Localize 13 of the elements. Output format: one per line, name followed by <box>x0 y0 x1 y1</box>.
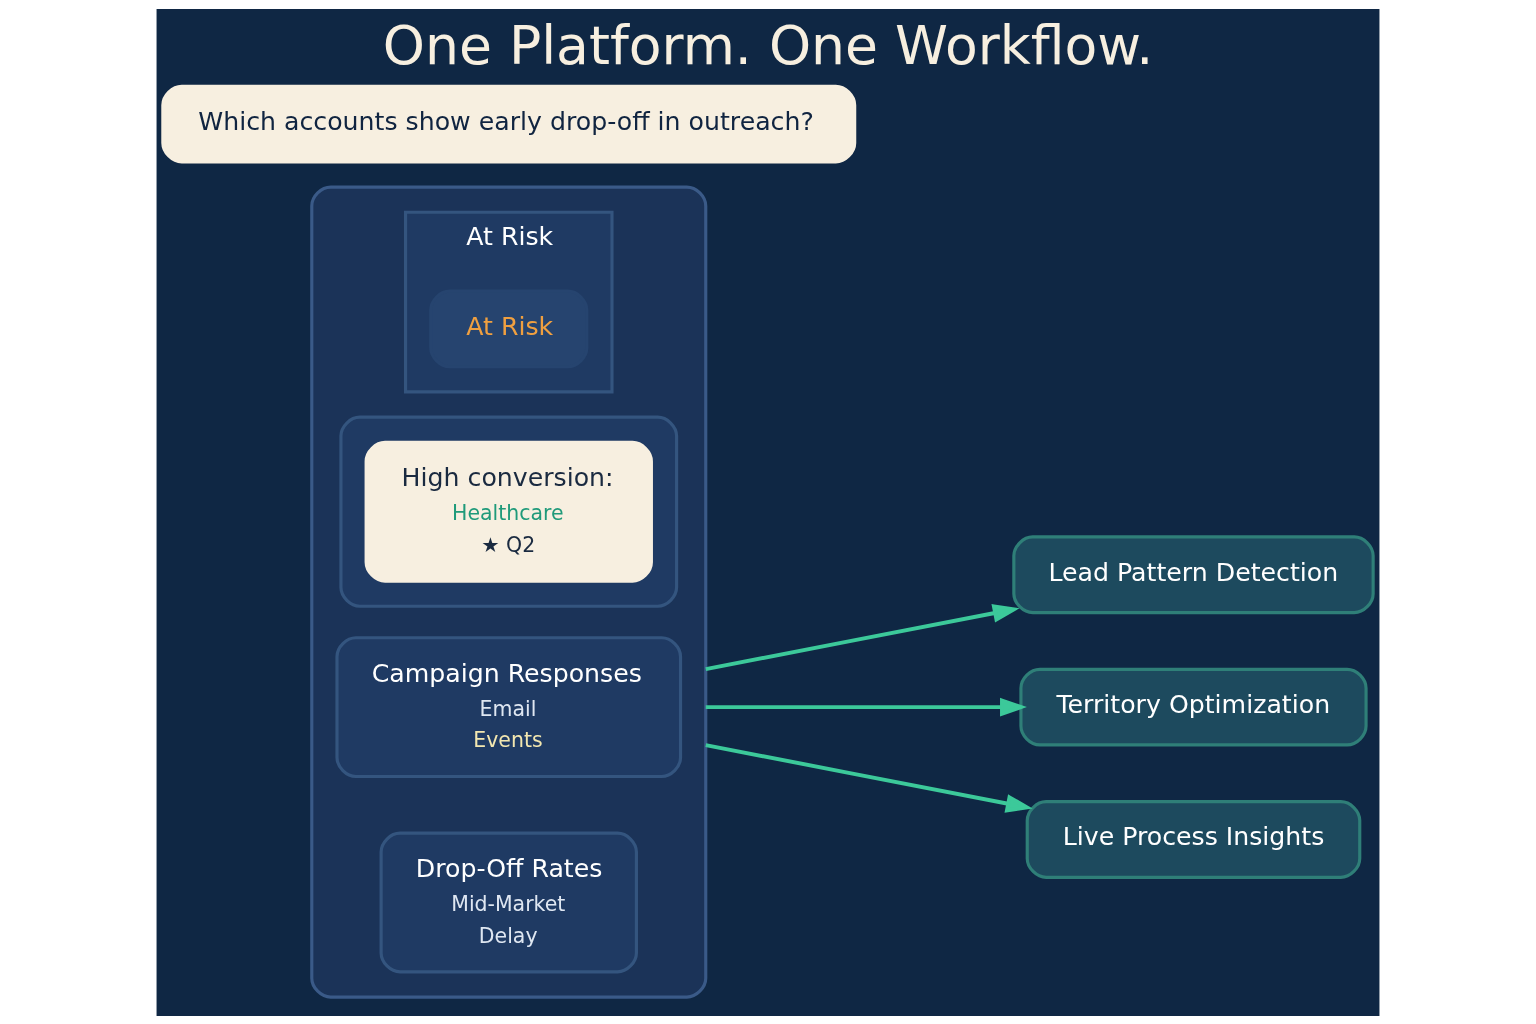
arrow <box>705 697 1027 716</box>
node-box: Territory Optimization <box>1019 667 1368 747</box>
node-box: Lead Pattern Detection <box>1012 534 1375 614</box>
arrow <box>705 603 1020 671</box>
node-box: Campaign Responses Email Events <box>335 635 683 778</box>
cluster <box>310 185 708 999</box>
node-box: Live Process Insights <box>1025 799 1362 879</box>
cluster <box>339 415 679 608</box>
node-box: High conversion: Healthcare ★ Q2 <box>364 440 653 583</box>
node-box: Which accounts show early drop-off in outreach? <box>161 84 857 163</box>
arrow <box>705 742 1033 813</box>
diagram-title: One Platform. One Workflow. <box>382 13 1154 77</box>
node-box: Drop-Off Rates Mid-Market Delay <box>379 831 638 973</box>
